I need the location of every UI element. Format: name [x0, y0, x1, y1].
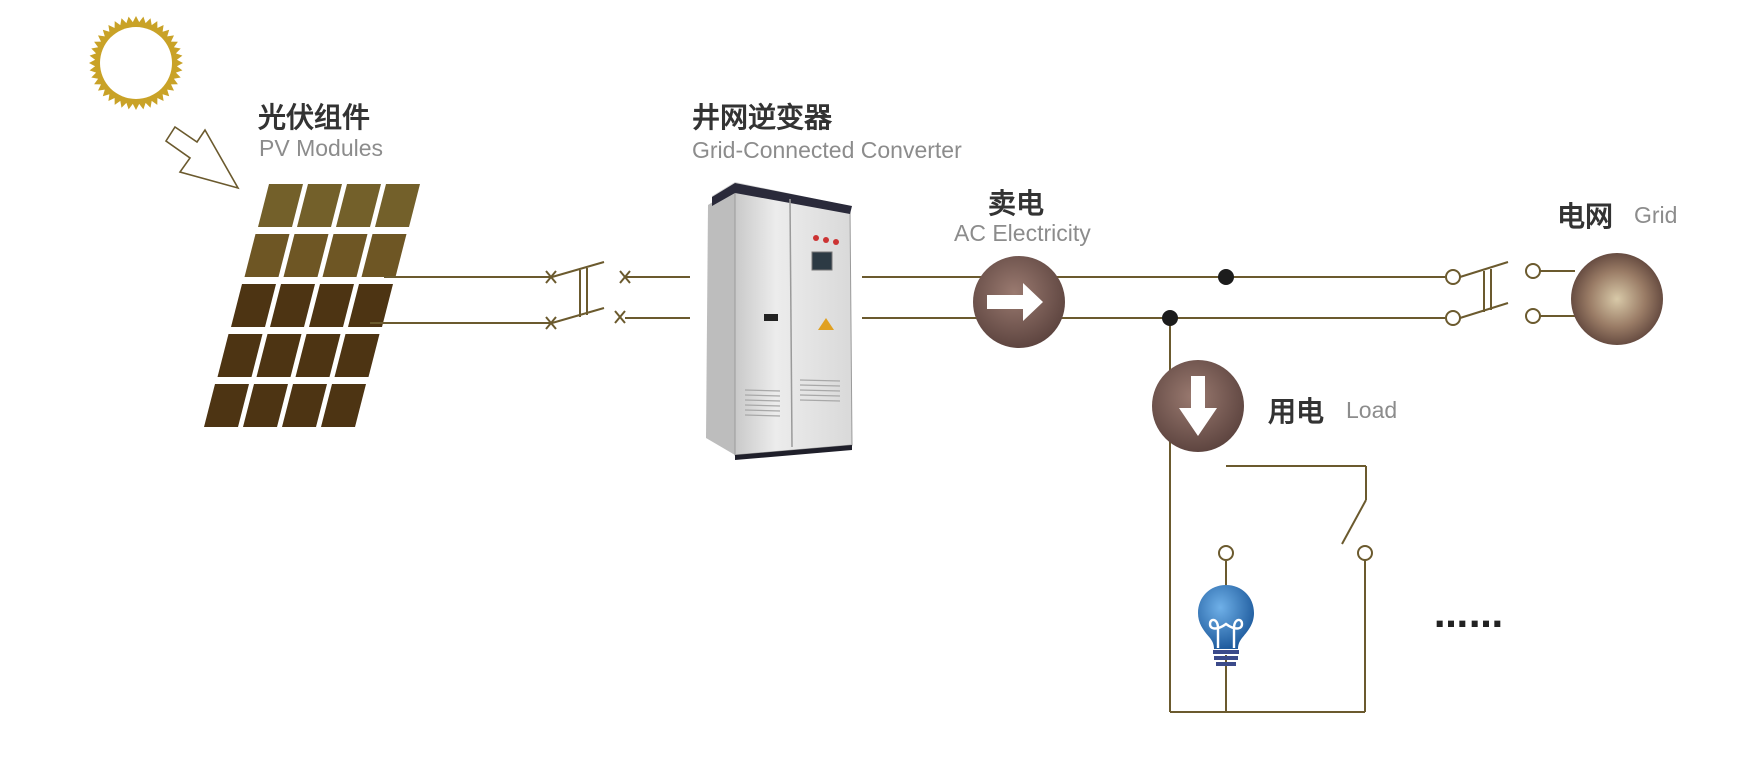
ac-electricity-node	[973, 256, 1065, 348]
solar-cell	[256, 334, 302, 377]
arrow-down-icon	[1179, 376, 1217, 436]
grid-title: 电网	[1557, 200, 1614, 233]
solar-cell	[361, 234, 407, 277]
sunlight-arrow-icon	[164, 125, 240, 190]
inverter-subtitle: Grid-Connected Converter	[692, 137, 962, 163]
solar-cell	[244, 234, 290, 277]
grid-subtitle: Grid	[1634, 202, 1678, 228]
pv-subtitle: PV Modules	[259, 135, 384, 161]
ac-subtitle: AC Electricity	[954, 220, 1091, 246]
solar-cell	[231, 284, 276, 327]
ac-wiring	[862, 261, 1575, 713]
solar-panel-icon	[204, 184, 420, 427]
ac-title: 卖电	[988, 187, 1045, 220]
solar-cell	[204, 384, 249, 427]
solar-cell	[336, 184, 381, 227]
inverter-title: 井网逆变器	[692, 101, 833, 134]
solar-cell	[322, 234, 368, 277]
junction-dot	[1218, 269, 1234, 285]
solar-cell	[243, 384, 288, 427]
junction-dot	[1162, 310, 1178, 326]
grid-node	[1571, 253, 1663, 345]
solar-cell	[295, 334, 341, 377]
sun-icon	[89, 16, 183, 110]
pv-title: 光伏组件	[258, 101, 371, 134]
solar-cell	[217, 334, 263, 377]
solar-cell	[283, 234, 329, 277]
solar-cell	[348, 284, 393, 327]
load-node	[1152, 360, 1244, 452]
solar-cell	[321, 384, 366, 427]
switch-contacts	[1218, 263, 1541, 561]
solar-cell	[309, 284, 354, 327]
more-loads-ellipsis: ……	[1434, 596, 1504, 636]
solar-cell	[334, 334, 380, 377]
dc-wiring	[370, 261, 690, 330]
inverter-cabinet-icon	[706, 182, 853, 460]
load-subtitle: Load	[1346, 397, 1398, 423]
light-bulb-icon	[1198, 585, 1254, 666]
solar-cell	[297, 184, 342, 227]
load-title: 用电	[1268, 395, 1325, 428]
solar-cell	[270, 284, 315, 327]
solar-cell	[282, 384, 327, 427]
arrow-right-icon	[987, 283, 1043, 321]
solar-cell	[375, 184, 420, 227]
solar-cell	[258, 184, 303, 227]
